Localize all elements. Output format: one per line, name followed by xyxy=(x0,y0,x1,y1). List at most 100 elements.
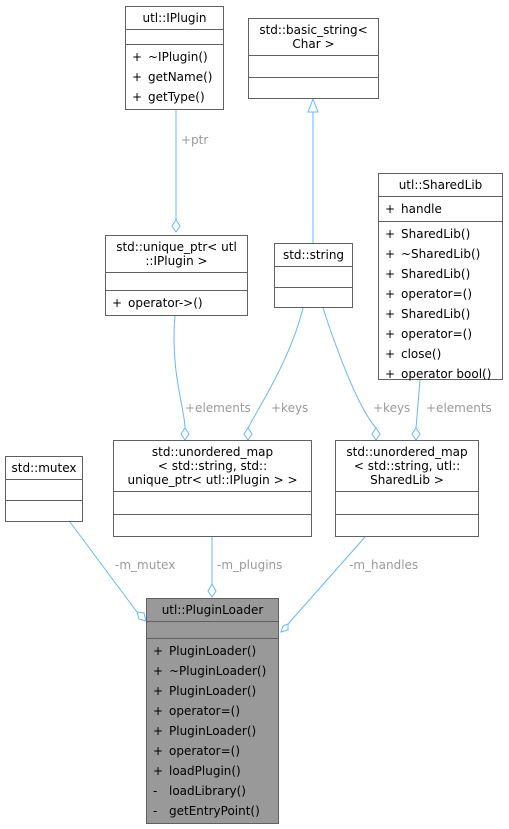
member-name: operator=() xyxy=(169,704,241,718)
label-keys-plugins: +keys xyxy=(271,401,309,415)
class-operations-section xyxy=(6,501,82,521)
class-operations-section xyxy=(114,515,311,537)
class-title-line: utl::IPlugin xyxy=(142,11,207,25)
visibility-marker: + xyxy=(153,704,164,718)
visibility-marker: + xyxy=(385,367,396,381)
class-pluginloader[interactable]: utl::PluginLoader+PluginLoader()+~Plugin… xyxy=(146,598,279,824)
diamond-keys-handles xyxy=(371,427,381,441)
class-operations-section xyxy=(336,515,478,537)
operation-row[interactable]: +SharedLib() xyxy=(379,224,502,244)
member-row[interactable]: + handle xyxy=(379,199,502,219)
operation-row[interactable]: + SharedLib() xyxy=(379,264,502,284)
visibility-marker: + xyxy=(385,347,396,361)
operation-row[interactable]: + close() xyxy=(379,344,502,364)
operation-row[interactable]: + operator=() xyxy=(379,324,502,344)
operation-row[interactable]: + PluginLoader() xyxy=(147,721,278,741)
class-title-line: < std::string, utl:: xyxy=(353,459,461,473)
operation-row[interactable]: +getName() xyxy=(126,67,223,87)
visibility-marker: + xyxy=(385,327,396,341)
class-title-line: SharedLib > xyxy=(370,473,444,487)
class-iplugin[interactable]: utl::IPlugin+~IPlugin()+getName()+ getTyp… xyxy=(125,6,224,110)
member-name: getType() xyxy=(148,90,205,104)
operation-row[interactable]: +~IPlugin() xyxy=(126,47,223,67)
class-unique-ptr[interactable]: std::unique_ptr< utl::IPlugin >+operator… xyxy=(105,235,248,316)
operation-row[interactable]: +PluginLoader() xyxy=(147,641,278,661)
operation-row[interactable]: +~PluginLoader() xyxy=(147,661,278,681)
class-title-line: std::mutex xyxy=(11,461,77,475)
class-operations-section xyxy=(275,288,352,308)
class-unordered-map-handles[interactable]: std::unordered_map< std::string, utl::Sh… xyxy=(335,440,479,537)
visibility-marker: + xyxy=(153,684,164,698)
member-name: operator->() xyxy=(128,296,203,310)
member-name: getName() xyxy=(148,70,213,84)
operation-row[interactable]: +~SharedLib() xyxy=(379,244,502,264)
diamond-m-mutex xyxy=(136,611,147,622)
operation-row[interactable]: +operator=() xyxy=(379,284,502,304)
class-title: std::basic_string<Char > xyxy=(249,19,378,56)
class-members-section xyxy=(114,492,311,515)
member-name: close() xyxy=(401,347,442,361)
class-title-line: std::string xyxy=(282,248,345,262)
member-name: ~SharedLib() xyxy=(401,247,481,261)
class-operations-section xyxy=(249,78,378,99)
label-m-mutex: -m_mutex xyxy=(115,558,176,572)
class-title-line: < std::string, std:: xyxy=(157,459,268,473)
operation-row[interactable]: -getEntryPoint() xyxy=(147,801,278,821)
member-name: SharedLib() xyxy=(401,227,471,241)
operation-row[interactable]: +loadPlugin() xyxy=(147,761,278,781)
class-sharedlib[interactable]: utl::SharedLib+handle+SharedLib()+~Share… xyxy=(378,173,503,381)
class-title-line: std::unordered_map xyxy=(346,445,468,459)
visibility-marker: + xyxy=(132,90,143,104)
member-name: operator=() xyxy=(401,327,473,341)
operation-row[interactable]: +SharedLib() xyxy=(379,304,502,324)
label-elements-plugins: +elements xyxy=(185,401,251,415)
operation-row[interactable]: + getType() xyxy=(126,87,223,107)
member-name: getEntryPoint() xyxy=(169,804,260,818)
class-mutex[interactable]: std::mutex xyxy=(5,456,83,522)
edge-keys-handles xyxy=(322,307,377,429)
class-string[interactable]: std::string xyxy=(274,243,353,308)
class-title-line: Char > xyxy=(292,37,335,51)
class-operations-section: +PluginLoader()+~PluginLoader()+PluginLo… xyxy=(147,639,278,823)
label-ptr: +ptr xyxy=(181,133,209,147)
class-unordered-map-plugins[interactable]: std::unordered_map< std::string, std::un… xyxy=(113,440,312,537)
diamond-ptr xyxy=(171,219,181,233)
edge-keys-plugins xyxy=(247,307,304,429)
label-keys-handles: +keys xyxy=(373,401,411,415)
member-name: loadLibrary() xyxy=(169,784,246,798)
visibility-marker: + xyxy=(153,644,164,658)
edge-m-handles xyxy=(287,536,366,625)
member-name: PluginLoader() xyxy=(169,724,257,738)
class-title: utl::IPlugin xyxy=(126,7,223,30)
class-members-section xyxy=(106,273,247,291)
diamond-m-plugins xyxy=(207,582,217,598)
operation-row[interactable]: + operator bool() xyxy=(379,364,502,384)
diamond-elements-handles xyxy=(411,427,421,441)
diamond-elements-plugins xyxy=(180,427,190,441)
operation-row[interactable]: +operator->() xyxy=(106,293,247,313)
visibility-marker: + xyxy=(153,724,164,738)
visibility-marker: + xyxy=(385,202,396,216)
label-m-plugins: -m_plugins xyxy=(217,558,283,572)
class-title: utl::SharedLib xyxy=(379,174,502,197)
operation-row[interactable]: + operator=() xyxy=(147,701,278,721)
member-name: handle xyxy=(401,202,442,216)
label-elements-handles: +elements xyxy=(426,401,492,415)
class-title-line: unique_ptr< utl::IPlugin > > xyxy=(127,473,298,487)
member-name: SharedLib() xyxy=(401,267,471,281)
operation-row[interactable]: +operator=() xyxy=(147,741,278,761)
visibility-marker: - xyxy=(153,784,158,798)
operation-row[interactable]: +PluginLoader() xyxy=(147,681,278,701)
member-name: loadPlugin() xyxy=(169,764,241,778)
edge-m-mutex xyxy=(69,521,138,613)
class-basic-string[interactable]: std::basic_string<Char > xyxy=(248,18,379,99)
operation-row[interactable]: -loadLibrary() xyxy=(147,781,278,801)
class-members-section xyxy=(147,622,278,639)
member-name: ~IPlugin() xyxy=(148,50,208,64)
member-name: operator bool() xyxy=(401,367,492,381)
class-title-line: utl::PluginLoader xyxy=(161,603,264,617)
class-title-line: utl::SharedLib xyxy=(398,178,483,192)
visibility-marker: + xyxy=(385,267,396,281)
visibility-marker: + xyxy=(385,307,396,321)
class-operations-section: +~IPlugin()+getName() + getType() xyxy=(126,45,223,109)
